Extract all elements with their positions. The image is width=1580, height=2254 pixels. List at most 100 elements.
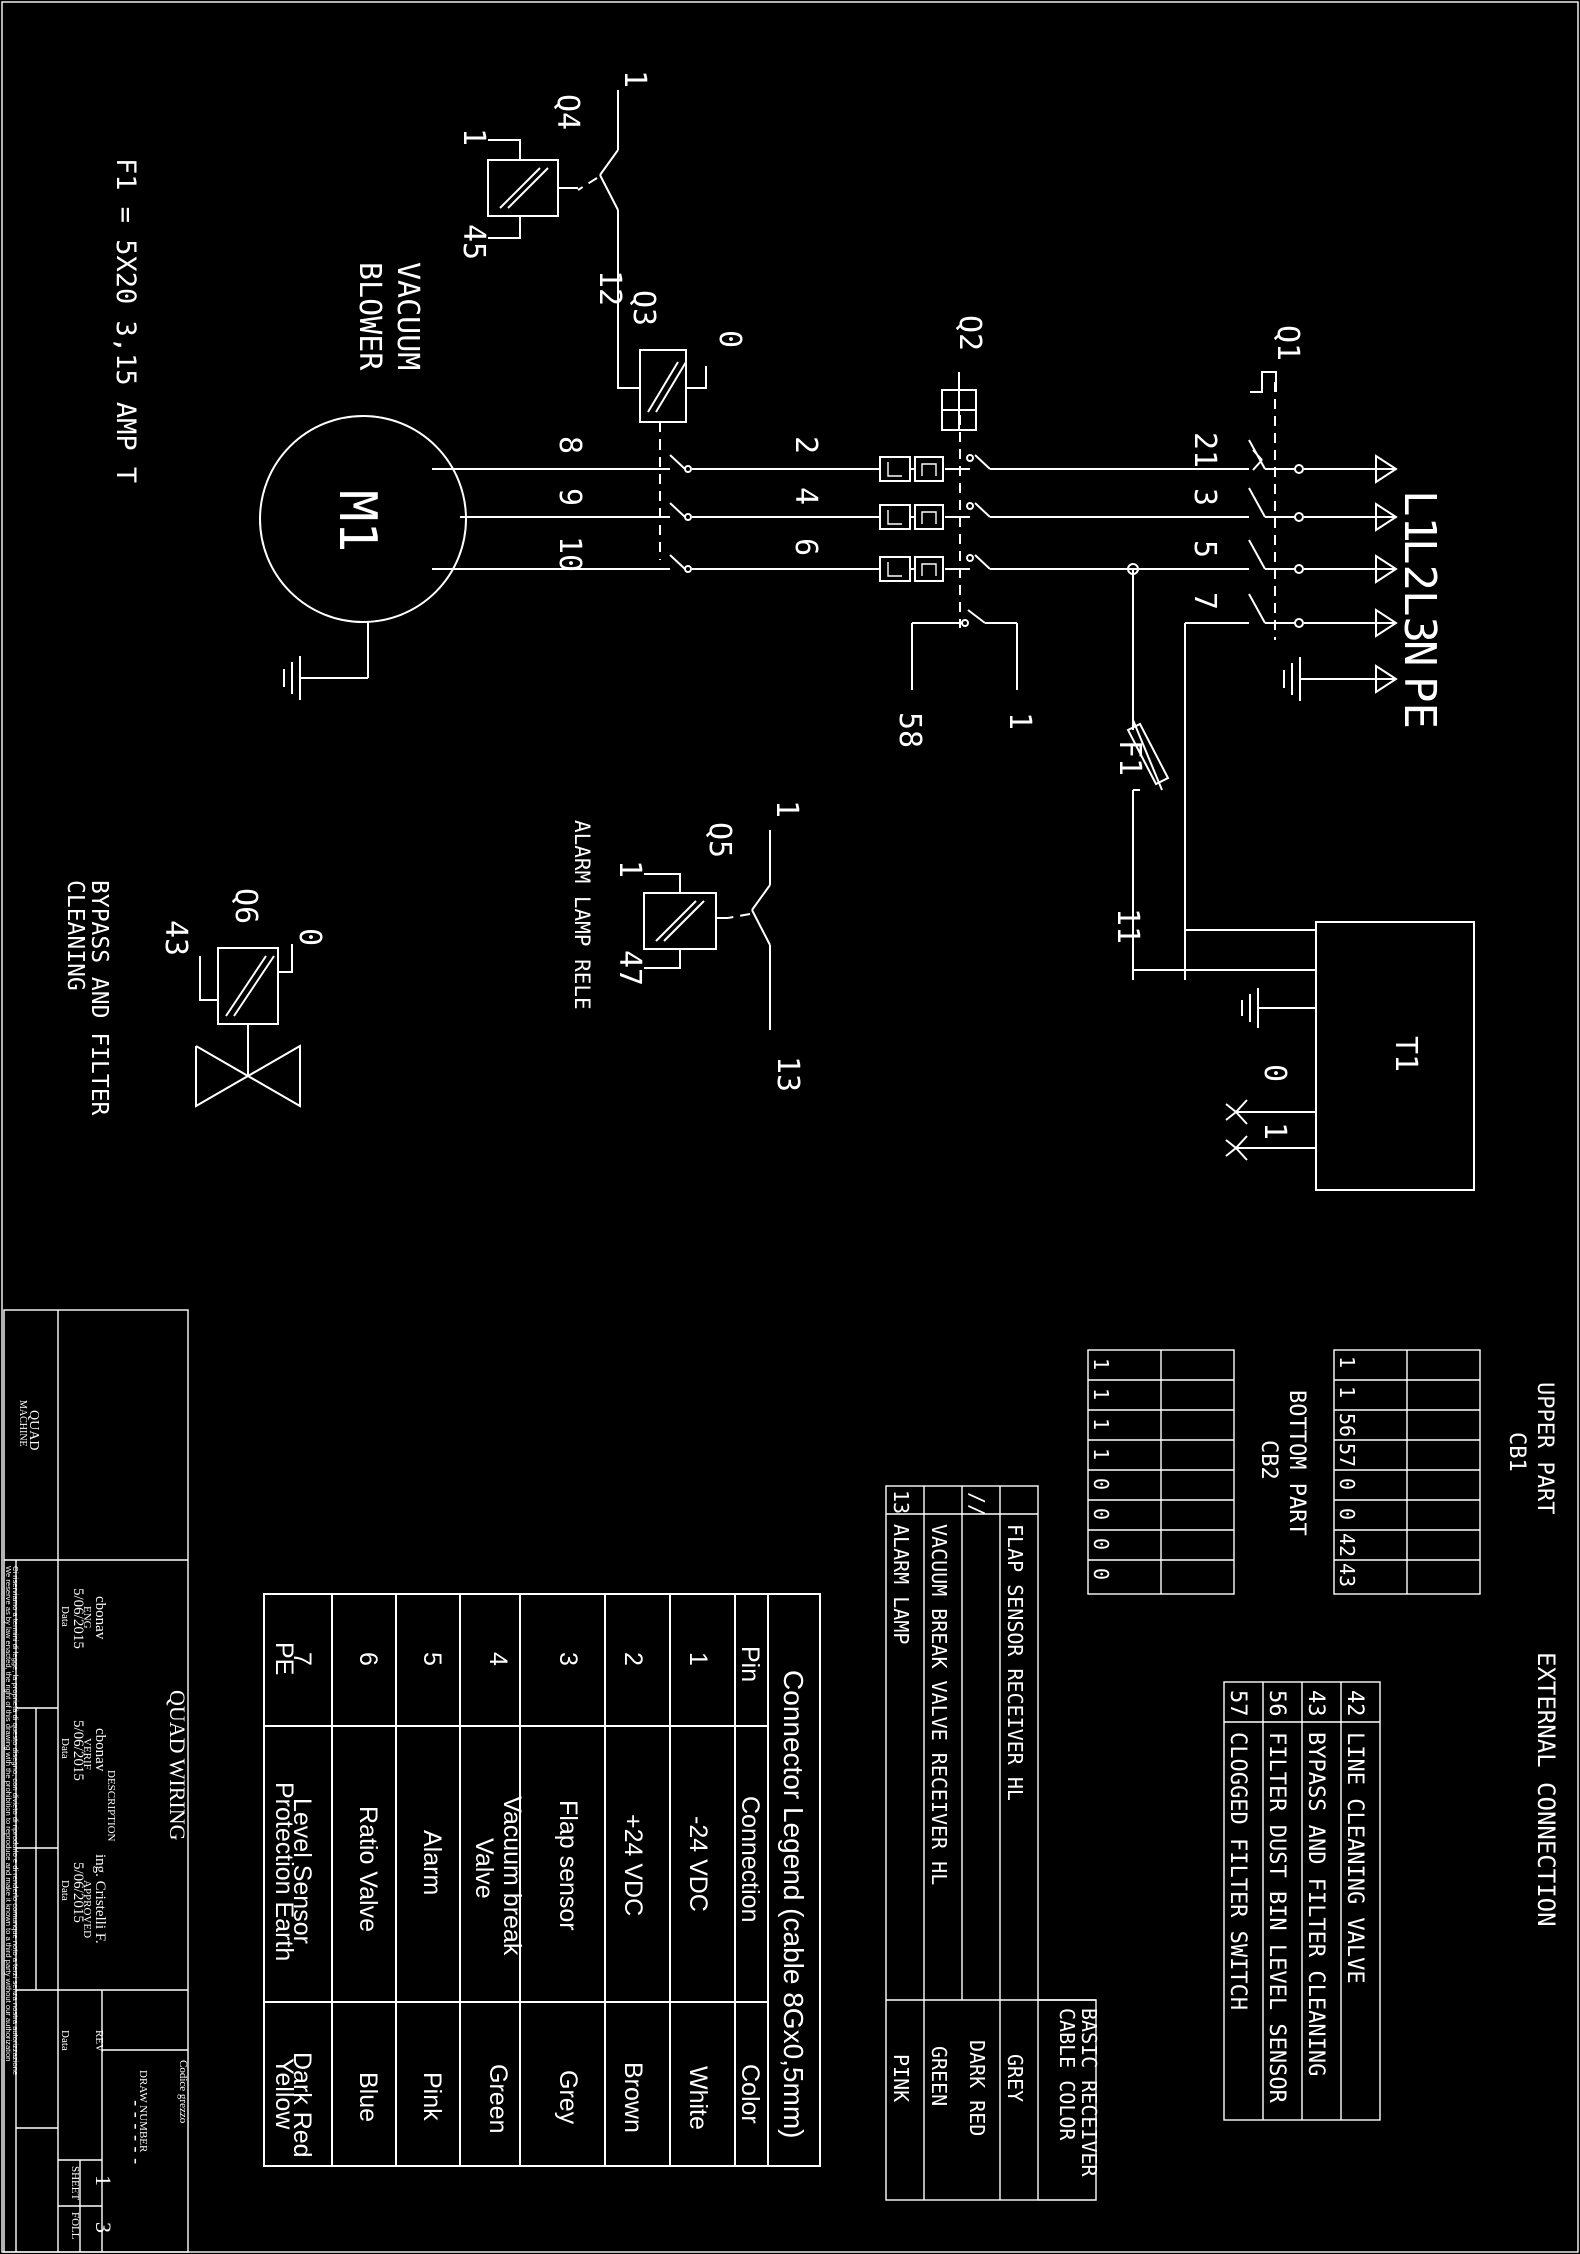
legend-row-1-color: White	[684, 2066, 712, 2130]
legend-row-4-conn-line1: Vacuum break	[498, 1796, 526, 1956]
terminal-l1-symbol	[1294, 454, 1398, 484]
drawing-number-label: DRAW NUMBER	[137, 2070, 149, 2153]
q5-label: Q5	[702, 822, 737, 858]
ext-row-2-desc: BYPASS AND FILTER CLEANING	[1303, 1732, 1328, 2076]
q5-alarm-relay: 1 Q5 1 47 13 ALARM LAMP RELE	[570, 800, 805, 1092]
q4-coil-45-label: 45	[456, 224, 491, 260]
ext-row-1-desc: LINE CLEANING VALVE	[1342, 1732, 1367, 1984]
q2-label: Q2	[952, 315, 987, 351]
cb1-title-1: UPPER PART	[1532, 1382, 1557, 1514]
q4-top-1-label: 1	[617, 70, 652, 88]
approved-by-name: ing. Cristelli F.	[92, 1854, 108, 1944]
wire-3-label: 3	[1187, 488, 1222, 506]
legend-row-2-conn: +24 VDC	[619, 1814, 647, 1916]
receiver-row-1-color: GREY	[1003, 2054, 1027, 2102]
legend-row-4-pin: 4	[484, 1652, 512, 1666]
cb1-val-6: 0	[1335, 1508, 1359, 1520]
legend-row-4-color: Green	[484, 2064, 512, 2133]
legend-row-1-pin: 1	[684, 1652, 712, 1666]
wire-8-label: 8	[552, 436, 587, 454]
receiver-header-1: BASIC RECEIVER	[1077, 2008, 1101, 2178]
cb2-val-2: 1	[1089, 1388, 1113, 1400]
drawn-date-label: Data	[59, 1606, 71, 1627]
cb1-val-2: 1	[1335, 1386, 1359, 1398]
cb2-val-7: 0	[1089, 1538, 1113, 1550]
cb1-table: UPPER PART CB1 1 1 56 57 0 0 42 43	[1333, 1349, 1557, 1595]
drawn-date: 5/06/2015	[70, 1588, 86, 1649]
ext-row-4-num: 57	[1225, 1690, 1250, 1717]
fuse-label: F1	[1112, 740, 1147, 776]
terminal-pe-symbol	[1283, 657, 1398, 701]
legend-title: Connector Legend (cable 8Gx0,5mm)	[778, 1670, 809, 2138]
external-connection-title: EXTERNAL CONNECTION	[1532, 1652, 1560, 1927]
q3-label: Q3	[626, 290, 661, 326]
external-connection-table: EXTERNAL CONNECTION 42 LINE CLEANING VAL…	[1223, 1652, 1560, 2121]
drawing-title: QUAD WIRING	[165, 1690, 190, 1841]
legend-row-5-color: Pink	[418, 2072, 446, 2121]
connector-legend: Connector Legend (cable 8Gx0,5mm) Pin Co…	[263, 1593, 821, 2167]
legend-row-6-conn: Ratio Valve	[354, 1806, 382, 1932]
ext-row-3-desc: FILTER DUST BIN LEVEL SENSOR	[1264, 1732, 1289, 2104]
wire-7-label: 7	[1187, 592, 1222, 610]
receiver-row-2-color: DARK RED	[965, 2040, 989, 2136]
wire-13-label: 13	[770, 1056, 805, 1092]
cb1-val-5: 0	[1335, 1478, 1359, 1490]
title-block: QUAD MACHINE QUAD WIRING DESCRIPTION cbo…	[3, 1309, 190, 2253]
company-name-2: MACHINE	[17, 1400, 28, 1447]
terminal-l3-label: L3	[1394, 590, 1445, 643]
legend-row-8-conn: Protection Earth	[270, 1782, 298, 1961]
cb1-val-7: 42	[1335, 1533, 1359, 1557]
cb1-val-1: 1	[1335, 1356, 1359, 1368]
rev-date-label: Data	[59, 2030, 71, 2051]
disclaimer-english: We reserve as by law enacted, the right …	[4, 1566, 13, 2061]
legend-row-8-color: Yellow	[270, 2058, 298, 2130]
transformer-out-0: 0	[1257, 1064, 1292, 1082]
cb1-title-2: CB1	[1504, 1432, 1529, 1472]
legend-row-7-pin: 7	[288, 1652, 316, 1666]
wire-21-label: 21	[1187, 432, 1222, 468]
q2-motor-protector: Q2 1 58	[879, 315, 1037, 748]
terminal-pe-label: PE	[1394, 676, 1445, 729]
cb2-table: BOTTOM PART CB2 1 1 1 1 0 0 0 0	[1087, 1349, 1309, 1595]
company-name-1: QUAD	[26, 1410, 41, 1450]
cb2-title-1: BOTTOM PART	[1284, 1390, 1309, 1536]
wire-11-label: 11	[1110, 908, 1145, 944]
terminal-l2-label: L2	[1394, 538, 1445, 591]
ext-row-1-num: 42	[1342, 1690, 1367, 1717]
q6-description-1: BYPASS AND FILTER	[86, 880, 112, 1116]
wire-4-label: 4	[788, 487, 823, 505]
verified-date: 5/06/2015	[70, 1720, 86, 1781]
receiver-row-3-color: GREEN	[927, 2046, 951, 2106]
receiver-row-4-desc: ALARM LAMP	[889, 1524, 913, 1644]
legend-row-3-pin: 3	[554, 1652, 582, 1666]
wire-2-label: 2	[788, 436, 823, 454]
legend-row-8-pin: PE	[270, 1642, 298, 1675]
q1-main-switch: Q1	[1248, 325, 1305, 640]
legend-row-7-color: Dark Red	[288, 2052, 316, 2158]
motor-m1: M1 VACUUM BLOWER	[259, 262, 467, 700]
legend-row-3-color: Grey	[554, 2070, 582, 2125]
legend-row-3-conn: Flap sensor	[554, 1800, 582, 1931]
legend-row-6-color: Blue	[354, 2072, 382, 2122]
receiver-table: BASIC RECEIVER CABLE COLOR FLAP SENSOR R…	[885, 1485, 1101, 2201]
q2-output-wires: 2 4 6	[692, 436, 880, 570]
q6-coil-43-label: 43	[158, 920, 193, 956]
approved-date: 5/06/2015	[70, 1862, 86, 1923]
drawn-by-name: cbonav	[92, 1596, 108, 1640]
q3-coil-0-label: 0	[712, 330, 747, 348]
drawing-number: - - - - - -	[125, 2100, 146, 2164]
verified-by-role: VERIF	[81, 1738, 93, 1770]
q5-description: ALARM LAMP RELE	[570, 820, 594, 1010]
drawn-by-role: ENG	[81, 1606, 93, 1629]
fuse-f1: F1 11	[1110, 719, 1170, 980]
terminal-l3-symbol	[1294, 554, 1398, 584]
wire-10-label: 10	[552, 536, 587, 572]
legend-row-7-conn: Level Sensor	[288, 1798, 316, 1944]
transformer-label: T1	[1388, 1036, 1423, 1072]
legend-header-pin: Pin	[736, 1646, 764, 1682]
description-label: DESCRIPTION	[105, 1770, 117, 1842]
legend-header-connection: Connection	[736, 1796, 764, 1922]
legend-row-2-color: Brown	[619, 2062, 647, 2133]
rev-label: REV	[93, 2030, 105, 2052]
legend-row-5-conn: Alarm	[418, 1830, 446, 1895]
